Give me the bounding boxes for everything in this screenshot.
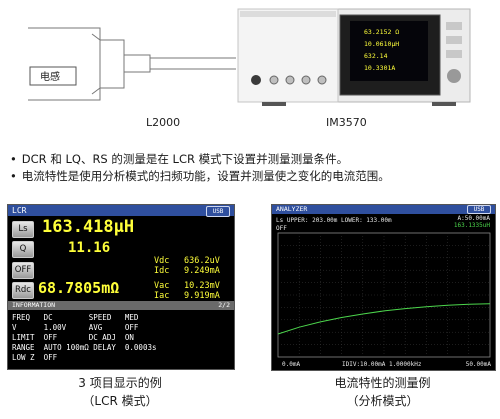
instrument-front-panel: [237, 8, 339, 103]
bullet-item: • DCR 和 LQ、RS 的测量是在 LCR 模式下设置并测量测量条件。: [10, 151, 348, 167]
information-bar: INFORMATION 2/2: [8, 301, 234, 310]
monitor-value: 10.23mV: [184, 281, 220, 291]
x-scale-info: IDIV:10.00mA 1.0000kHz: [342, 361, 422, 368]
information-row: LIMIT OFF DC ADJ ON: [12, 333, 134, 342]
analyzer-header-bar: ANALYZER USB: [272, 205, 495, 214]
bullet-text: DCR 和 LQ、RS 的测量是在 LCR 模式下设置并测量测量条件。: [21, 152, 349, 166]
fixture-outline: [28, 27, 236, 101]
instrument-foot: [432, 102, 456, 106]
monitor-value: 9.249mA: [184, 266, 220, 276]
param-button-rdc[interactable]: Rdc: [12, 282, 34, 299]
monitor-value: 9.919mA: [184, 291, 220, 301]
lcr-title: LCR: [12, 206, 27, 215]
instrument-top-strip: [240, 11, 336, 17]
information-page: 2/2: [218, 301, 230, 309]
monitor-name: Vdc: [154, 256, 170, 266]
x-start-label: 0.0mA: [282, 361, 301, 368]
series-line: [277, 303, 491, 335]
instrument-side-keys: [446, 22, 462, 83]
instrument-label: IM3570: [326, 116, 367, 128]
analyzer-title: ANALYZER: [276, 205, 308, 213]
param-button-off[interactable]: OFF: [12, 262, 34, 279]
instrument-terminals: [251, 75, 327, 85]
information-row: FREQ DC SPEED MED: [12, 313, 139, 322]
usb-indicator: USB: [206, 206, 230, 217]
equipment-diagram: 电感 63.2152 Ω 10.0610μH 632.14 10.3301A L…: [28, 8, 471, 128]
bullet-dot: •: [10, 169, 17, 183]
information-title: INFORMATION: [12, 301, 56, 309]
limit-off-label: OFF: [276, 225, 287, 232]
param-value-q: 11.16: [68, 240, 111, 256]
bullet-item: • 电流特性是使用分析模式的扫频功能，设置并测量使之变化的电流范围。: [10, 168, 390, 184]
fixture-label: L2000: [146, 116, 180, 128]
instrument-screen: [350, 21, 428, 81]
instrument-foot: [262, 102, 286, 106]
cursor-value-readout: 163.1335uH: [453, 222, 490, 229]
param-value-ls: 163.418μH: [42, 217, 135, 237]
lcr-header-bar: LCR USB: [8, 205, 234, 217]
analyzer-caption-line1: 电流特性的测量例: [334, 376, 431, 390]
param-button-ls[interactable]: Ls: [12, 221, 34, 238]
monitor-name: Idc: [154, 266, 170, 276]
bullet-dot: •: [10, 152, 17, 166]
information-row: LOW Z OFF: [12, 353, 58, 362]
cursor-a-readout: A:50.00mA: [457, 215, 490, 222]
monitor-value: 636.2uV: [184, 256, 220, 266]
information-row: RANGE AUTO 100mΩ DELAY 0.0003s: [12, 343, 157, 352]
instrument-screen-line: 10.3301A: [364, 64, 395, 72]
analyzer-plot[interactable]: [272, 231, 495, 359]
x-end-label: 50.00mA: [465, 361, 491, 368]
lcr-caption-line1: 3 项目显示的例: [78, 376, 162, 390]
component-box: [29, 66, 77, 86]
analyzer-caption-line2: （分析模式）: [346, 394, 419, 408]
lcr-screen: LCR USB Ls 163.418μH Q 11.16 OFF Rdc 68.…: [7, 204, 235, 370]
bullet-text: 电流特性是使用分析模式的扫频功能，设置并测量使之变化的电流范围。: [21, 169, 390, 183]
analyzer-screen: ANALYZER USB Ls UPPER: 203.00m LOWER: 13…: [271, 204, 496, 371]
param-value-rdc: 68.7805mΩ: [38, 279, 120, 297]
usb-indicator: USB: [467, 205, 491, 214]
instrument-screen-line: 632.14: [364, 52, 388, 60]
instrument-screen-line: 10.0610μH: [364, 40, 399, 48]
information-row: V 1.00V AVG OFF: [12, 323, 139, 332]
monitor-name: Vac: [154, 281, 170, 291]
component-label: 电感: [40, 70, 60, 83]
lcr-caption-line2: （LCR 模式）: [82, 394, 158, 408]
limit-readout: Ls UPPER: 203.00m LOWER: 133.00m: [276, 217, 392, 224]
monitor-name: Iac: [154, 291, 170, 301]
instrument-screen-line: 63.2152 Ω: [364, 28, 399, 36]
param-button-q[interactable]: Q: [12, 241, 34, 258]
